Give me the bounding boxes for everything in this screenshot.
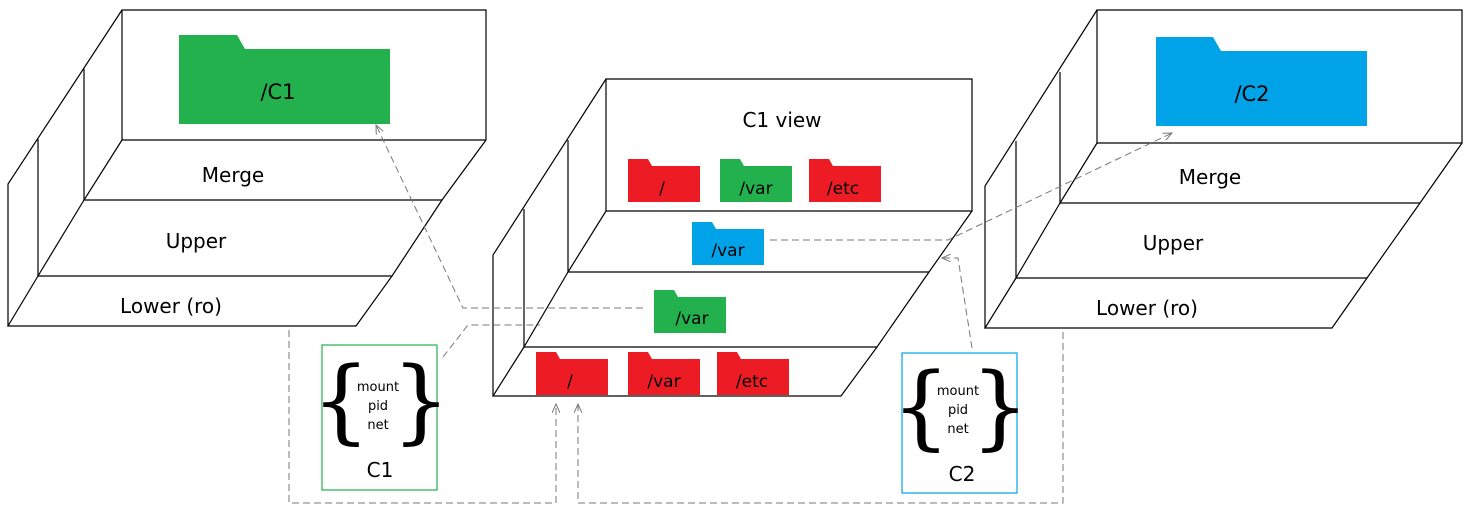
c1-namespace-box: { } mount pid net C1	[312, 344, 451, 491]
left-layer-upper: Upper	[166, 229, 227, 253]
line-c1-box-to-middle-layer	[442, 324, 540, 358]
c2-ns-mount: mount	[937, 384, 979, 399]
folder-top-etc: /etc	[809, 159, 881, 202]
left-layer-merge: Merge	[202, 163, 264, 187]
arrow-c2-box-to-upper-layer	[942, 258, 973, 349]
arrow-left-stack-to-center	[288, 330, 556, 504]
right-layer-merge: Merge	[1179, 165, 1241, 189]
folder-bottom-var: /var	[628, 352, 700, 395]
svg-text:/: /	[567, 372, 573, 392]
folder-middle-var: /var	[654, 290, 726, 333]
svg-text:/C2: /C2	[1234, 82, 1269, 106]
folder-top-root: /	[628, 159, 700, 202]
svg-text:/var: /var	[711, 241, 744, 261]
folder-bottom-root: /	[536, 352, 608, 395]
right-layer-lower: Lower (ro)	[1096, 296, 1198, 320]
c1-ns-mount: mount	[357, 380, 399, 395]
svg-text:/: /	[659, 179, 665, 199]
c2-ns-net: net	[947, 422, 968, 437]
center-layer-stack: C1 view / /var /etc /var /var / /var	[491, 78, 973, 397]
folder-upper-var: /var	[692, 222, 764, 265]
svg-text:/etc: /etc	[736, 372, 768, 392]
left-layer-lower: Lower (ro)	[120, 294, 222, 318]
left-layer-stack: /C1 Merge Upper Lower (ro)	[6, 9, 487, 327]
c2-label: C2	[949, 462, 976, 486]
dashed-connectors	[288, 125, 1172, 504]
c1-label: C1	[367, 458, 394, 482]
folder-c1: /C1	[179, 35, 390, 124]
svg-text:/var: /var	[675, 309, 708, 329]
c1-open-brace: {	[312, 347, 371, 454]
svg-text:/C1: /C1	[260, 80, 295, 104]
c1-view-title: C1 view	[742, 108, 821, 132]
folder-bottom-etc: /etc	[717, 352, 789, 395]
arrow-right-stack-to-center	[578, 332, 1064, 504]
right-layer-upper: Upper	[1143, 231, 1204, 255]
c2-open-brace: {	[892, 353, 951, 460]
folder-c2: /C2	[1156, 37, 1367, 126]
arrow-upper-var-to-c2	[770, 133, 1172, 241]
svg-text:/etc: /etc	[827, 179, 859, 199]
c2-namespace-box: { } mount pid net C2	[892, 352, 1030, 494]
svg-text:/var: /var	[739, 179, 772, 199]
right-layer-stack: /C2 Merge Upper Lower (ro)	[983, 9, 1463, 329]
c1-ns-net: net	[367, 418, 388, 433]
c2-ns-pid: pid	[948, 403, 968, 418]
c1-ns-pid: pid	[368, 399, 388, 414]
svg-text:/var: /var	[647, 372, 680, 392]
folder-top-var: /var	[720, 159, 792, 202]
arrow-middle-var-to-c1	[376, 125, 643, 309]
c1-close-brace: }	[392, 347, 451, 454]
c2-close-brace: }	[971, 353, 1030, 460]
